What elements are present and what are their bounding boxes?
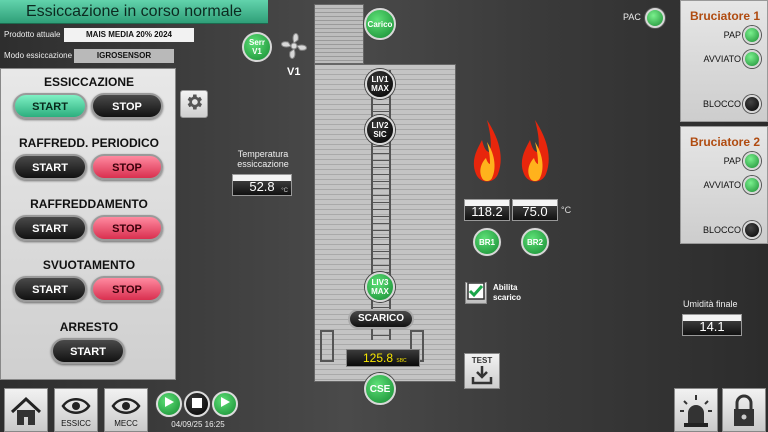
product-label: Prodotto attuale bbox=[4, 30, 61, 39]
home-icon bbox=[8, 396, 44, 431]
arresto-title: ARRESTO bbox=[59, 320, 119, 334]
mode-value: IGROSENSOR bbox=[74, 49, 174, 63]
play-button[interactable] bbox=[156, 391, 182, 417]
burner2-panel: Bruciatore 2 PAP AVVIATO BLOCCO bbox=[680, 126, 768, 244]
liv3-max-indicator: LIV3 MAX bbox=[365, 272, 395, 302]
burner1-pap-label: PAP bbox=[723, 30, 741, 40]
silo-door-left bbox=[320, 330, 334, 362]
siren-icon bbox=[678, 395, 714, 431]
play-icon bbox=[163, 395, 175, 413]
product-value: MAIS MEDIA 20% 2024 bbox=[64, 28, 194, 42]
essiccazione-start-button[interactable]: START bbox=[13, 93, 87, 119]
raffreddamento-stop-button[interactable]: STOP bbox=[91, 215, 163, 241]
test-button[interactable]: TEST bbox=[464, 353, 500, 389]
play-icon bbox=[219, 395, 231, 413]
temperature-label: Temperatura essiccazione bbox=[237, 149, 289, 169]
serr-v1-button[interactable]: Serr V1 bbox=[242, 32, 272, 62]
mecc-label: MECC bbox=[114, 419, 138, 428]
lock-icon bbox=[729, 394, 759, 431]
br1-temp-display: 118.2 bbox=[464, 199, 510, 221]
stop-icon bbox=[192, 395, 202, 413]
burner2-title: Bruciatore 2 bbox=[689, 135, 761, 149]
discharge-temp-value: 125.8 bbox=[363, 351, 394, 365]
br1-button[interactable]: BR1 bbox=[473, 228, 501, 256]
humidity-label: Umidità finale bbox=[683, 299, 738, 309]
test-label: TEST bbox=[471, 356, 493, 365]
burner2-pap-label: PAP bbox=[723, 156, 741, 166]
raffreddamento-title: RAFFREDDAMENTO bbox=[30, 197, 148, 211]
humidity-display: 14.1 bbox=[682, 314, 742, 336]
abilita-scarico-checkbox[interactable] bbox=[465, 281, 487, 305]
eye-icon bbox=[111, 398, 141, 419]
fan-label: V1 bbox=[287, 66, 301, 78]
burner2-blocco-label: BLOCCO bbox=[702, 225, 741, 235]
pac-label: PAC bbox=[623, 12, 641, 22]
essicc-label: ESSICC bbox=[61, 419, 91, 428]
temperature-unit: °C bbox=[281, 188, 288, 194]
discharge-temp-display: 125.8 SBC bbox=[346, 349, 420, 367]
home-button[interactable] bbox=[4, 388, 48, 432]
burner1-blocco-indicator bbox=[743, 95, 761, 113]
burner2-pap-indicator bbox=[743, 152, 761, 170]
checkmark-icon bbox=[467, 281, 485, 305]
br1-temp-value: 118.2 bbox=[471, 204, 503, 219]
elevator-tower bbox=[314, 4, 364, 64]
liv2-sic-indicator: LIV2 SIC bbox=[365, 115, 395, 145]
svuotamento-start-button[interactable]: START bbox=[13, 276, 87, 302]
burner-temp-unit: °C bbox=[561, 205, 572, 215]
gear-icon bbox=[184, 92, 204, 117]
arresto-start-button[interactable]: START bbox=[51, 338, 125, 364]
eye-icon bbox=[61, 398, 91, 419]
humidity-value: 14.1 bbox=[699, 319, 725, 334]
burner1-avviato-label: AVVIATO bbox=[703, 54, 741, 64]
raffreddamento-start-button[interactable]: START bbox=[13, 215, 87, 241]
abilita-scarico-label: Abilita scarico bbox=[493, 283, 522, 302]
alarm-button[interactable] bbox=[674, 388, 718, 432]
br2-button[interactable]: BR2 bbox=[521, 228, 549, 256]
mode-label: Modo essiccazione bbox=[4, 51, 73, 60]
carico-button[interactable]: Carico bbox=[364, 8, 396, 40]
burner1-title: Bruciatore 1 bbox=[689, 9, 761, 23]
mecc-button[interactable]: MECC bbox=[104, 388, 148, 432]
raffredd-periodico-start-button[interactable]: START bbox=[13, 154, 87, 180]
stop-button[interactable] bbox=[184, 391, 210, 417]
fan-icon bbox=[276, 28, 312, 64]
flame-icon bbox=[470, 118, 504, 188]
lock-button[interactable] bbox=[722, 388, 766, 432]
svuotamento-title: SVUOTAMENTO bbox=[42, 258, 136, 272]
pac-indicator bbox=[645, 8, 665, 28]
essicc-button[interactable]: ESSICC bbox=[54, 388, 98, 432]
cse-button[interactable]: CSE bbox=[364, 373, 396, 405]
discharge-temp-unit: SBC bbox=[396, 358, 407, 364]
scarico-button[interactable]: SCARICO bbox=[348, 309, 414, 329]
burner2-avviato-indicator bbox=[743, 176, 761, 194]
command-panel: ESSICCAZIONE START STOP RAFFREDD. PERIOD… bbox=[0, 68, 176, 380]
flame-icon bbox=[518, 118, 552, 188]
raffredd-periodico-stop-button[interactable]: STOP bbox=[91, 154, 163, 180]
br2-temp-display: 75.0 bbox=[512, 199, 558, 221]
datetime: 04/09/25 16:25 bbox=[171, 420, 225, 429]
burner1-avviato-indicator bbox=[743, 50, 761, 68]
burner1-blocco-label: BLOCCO bbox=[702, 99, 741, 109]
temperature-display: 52.8 °C bbox=[232, 174, 292, 196]
raffredd-periodico-title: RAFFREDD. PERIODICO bbox=[18, 136, 159, 150]
burner1-pap-indicator bbox=[743, 26, 761, 44]
settings-button[interactable] bbox=[180, 90, 208, 118]
burner2-blocco-indicator bbox=[743, 221, 761, 239]
burner1-panel: Bruciatore 1 PAP AVVIATO BLOCCO bbox=[680, 0, 768, 122]
liv1-max-indicator: LIV1 MAX bbox=[365, 69, 395, 99]
essiccazione-stop-button[interactable]: STOP bbox=[91, 93, 163, 119]
svuotamento-stop-button[interactable]: STOP bbox=[91, 276, 163, 302]
temperature-value: 52.8 bbox=[249, 179, 275, 194]
play-step-button[interactable] bbox=[212, 391, 238, 417]
burner2-avviato-label: AVVIATO bbox=[703, 180, 741, 190]
essiccazione-title: ESSICCAZIONE bbox=[43, 75, 134, 89]
download-icon bbox=[471, 366, 493, 387]
status-banner: Essiccazione in corso normale bbox=[0, 0, 268, 24]
br2-temp-value: 75.0 bbox=[522, 204, 548, 219]
